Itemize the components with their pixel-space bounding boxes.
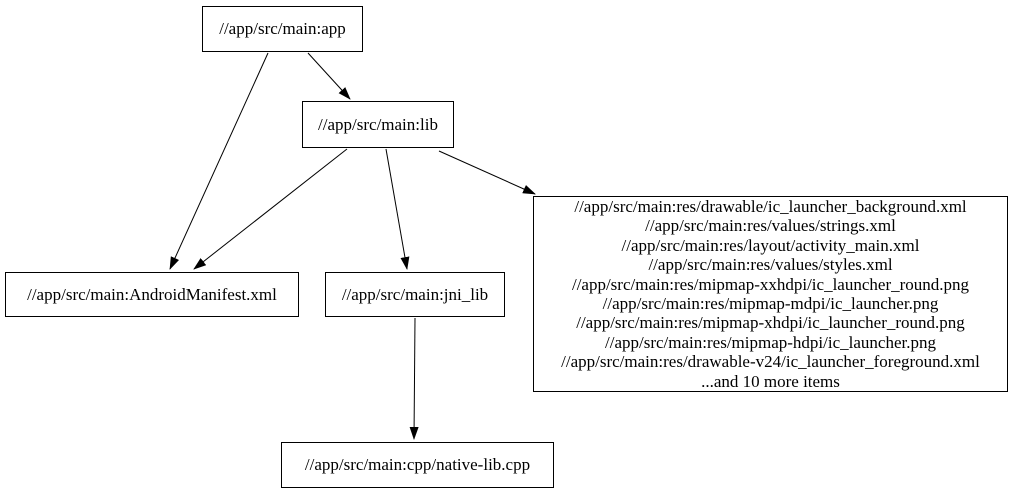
resource-line: //app/src/main:res/values/strings.xml [645, 216, 896, 236]
resource-line: //app/src/main:res/drawable/ic_launcher_… [574, 196, 967, 216]
graph-node-app-label: //app/src/main:app [219, 19, 346, 39]
resource-more-items-line: ...and 10 more items [701, 371, 840, 391]
graph-node-resources-group: //app/src/main:res/drawable/ic_launcher_… [533, 196, 1008, 392]
edge-app-to-lib [307, 52, 351, 100]
resource-line: //app/src/main:res/mipmap-mdpi/ic_launch… [602, 294, 939, 313]
edge-lib-to-manifest [193, 148, 348, 270]
graph-node-lib: //app/src/main:lib [302, 101, 454, 148]
resource-line: //app/src/main:res/values/styles.xml [648, 255, 893, 275]
resource-line: //app/src/main:res/layout/activity_main.… [621, 235, 920, 255]
graph-node-native-lib-cpp-label: //app/src/main:cpp/native-lib.cpp [304, 455, 531, 475]
resource-line: //app/src/main:res/drawable-v24/ic_launc… [561, 352, 980, 372]
edge-lib-to-jni-lib [385, 148, 410, 270]
resource-line: //app/src/main:res/mipmap-xxhdpi/ic_laun… [571, 274, 970, 294]
graph-node-android-manifest-label: //app/src/main:AndroidManifest.xml [27, 284, 277, 304]
graph-node-jni-lib: //app/src/main:jni_lib [325, 272, 505, 317]
edge-app-to-manifest [169, 52, 269, 270]
edge-lib-to-resources [438, 150, 536, 195]
graph-node-android-manifest: //app/src/main:AndroidManifest.xml [5, 272, 299, 317]
resource-line: //app/src/main:res/mipmap-xhdpi/ic_launc… [576, 313, 965, 333]
graph-node-native-lib-cpp: //app/src/main:cpp/native-lib.cpp [281, 442, 554, 488]
graph-node-lib-label: //app/src/main:lib [318, 114, 438, 134]
graph-node-jni-lib-label: //app/src/main:jni_lib [341, 284, 489, 304]
graph-node-app: //app/src/main:app [202, 6, 363, 52]
edge-jni-lib-to-native-lib [409, 317, 419, 440]
resource-line: //app/src/main:res/mipmap-hdpi/ic_launch… [605, 332, 936, 352]
